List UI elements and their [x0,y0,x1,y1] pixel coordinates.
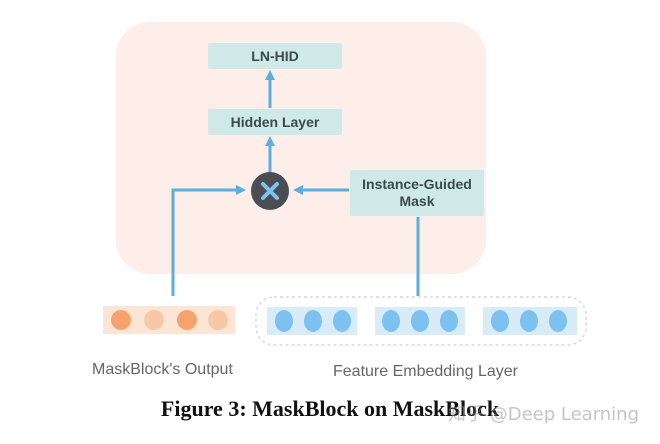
embedding-dot [382,310,400,332]
output-dot [144,310,164,330]
feature-embedding-layer-label: Feature Embedding Layer [333,363,518,380]
embedding-dot [411,310,429,332]
instance-guided-mask-box [350,170,484,216]
embedding-dot [491,310,509,332]
feature-embedding-frame [255,296,587,346]
maskblock-output-label: MaskBlock's Output [92,361,233,378]
output-dot [208,310,228,330]
instance-guided-mask-line2: Mask [399,193,435,209]
arrow-output-to-multiply [171,185,246,296]
embedding-dot [275,310,293,332]
embedding-dot [549,310,567,332]
embedding-dot [333,310,351,332]
output-dot [111,310,131,330]
ln-hid-label: LN-HID [251,47,299,64]
embedding-dot [440,310,458,332]
watermark: 知乎 @Deep Learning [448,404,640,425]
instance-guided-mask-line1: Instance-Guided [362,176,472,192]
embedding-dot [304,310,322,332]
embedding-dot [520,310,538,332]
multiply-cross-icon [261,182,279,200]
hidden-layer-label: Hidden Layer [230,113,320,130]
hidden-layer-box [208,109,342,135]
ln-hid-box [208,43,342,69]
output-dot [177,310,197,330]
figure-caption: Figure 3: MaskBlock on MaskBlock [160,396,500,421]
instance-guided-mask-label: Instance-Guided Mask [350,170,484,216]
